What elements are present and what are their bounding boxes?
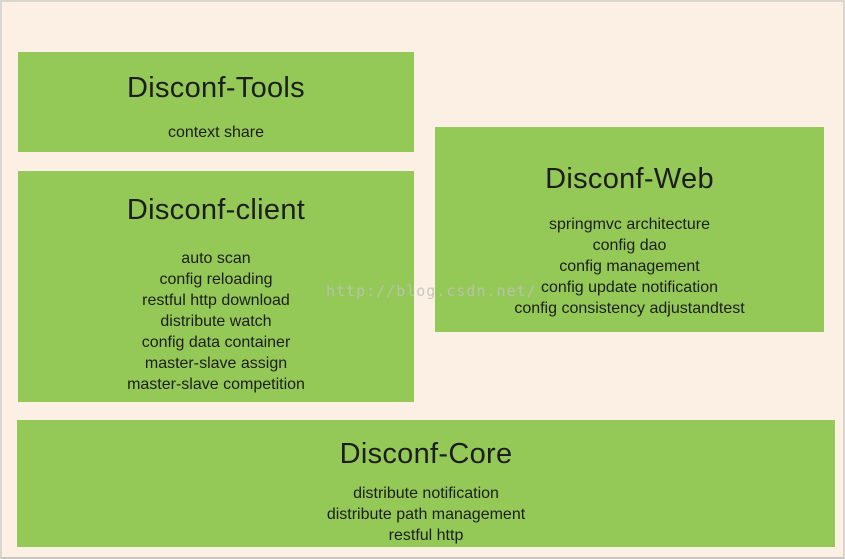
module-item: config management [559, 258, 700, 275]
module-item-list: distribute notification distribute path … [327, 483, 525, 546]
module-title-disconf-core: Disconf-Core [339, 438, 513, 470]
module-item: distribute watch [160, 313, 272, 330]
module-item: config update notification [540, 279, 718, 296]
module-item-list: auto scan config reloading restful http … [127, 248, 305, 395]
module-item: auto scan [181, 250, 251, 267]
module-item: context share [167, 124, 265, 141]
module-title-disconf-web: Disconf-Web [545, 163, 714, 195]
module-item: config dao [592, 237, 667, 254]
module-box-disconf-tools: Disconf-Tools context share [18, 52, 414, 152]
module-box-disconf-client: Disconf-client auto scan config reloadin… [18, 171, 414, 402]
module-title-disconf-tools: Disconf-Tools [127, 72, 305, 104]
module-item: config consistency adjustandtest [514, 300, 745, 317]
module-box-disconf-web: Disconf-Web springmvc architecture confi… [435, 127, 824, 332]
module-item: config data container [141, 334, 291, 351]
module-item: restful http download [142, 292, 290, 309]
module-item: distribute path management [326, 506, 526, 523]
module-item: springmvc architecture [549, 216, 710, 233]
module-item: restful http [388, 527, 464, 544]
module-title-disconf-client: Disconf-client [126, 194, 306, 226]
module-item-list: springmvc architecture config dao config… [514, 214, 744, 319]
module-item: master-slave assign [144, 355, 288, 372]
module-item: master-slave competition [127, 376, 305, 393]
module-box-disconf-core: Disconf-Core distribute notification dis… [17, 420, 835, 547]
module-item: config reloading [159, 271, 273, 288]
module-item-list: context share [168, 122, 264, 143]
module-item: distribute notification [353, 485, 499, 502]
